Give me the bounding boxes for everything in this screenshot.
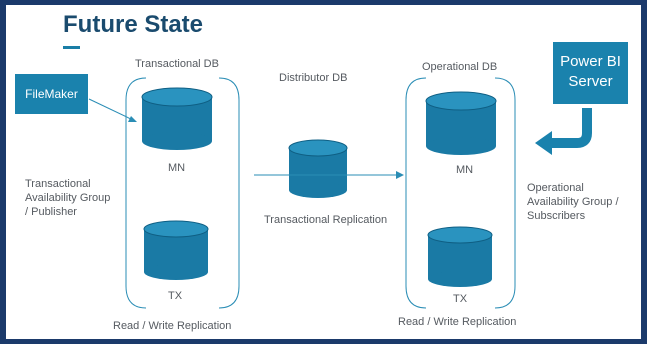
- page-title: Future State: [63, 11, 204, 38]
- operational-tx-database-icon: [427, 226, 493, 287]
- transactional-tx-label: TX: [168, 290, 183, 302]
- powerbi-server-box: Power BI Server: [553, 42, 628, 104]
- operational-db-label: Operational DB: [422, 61, 498, 73]
- slide: Future State: [6, 5, 641, 339]
- title-underline: [63, 46, 80, 49]
- operational-mn-database-icon: [425, 91, 497, 155]
- publisher-caption-line3: / Publisher: [25, 206, 77, 218]
- publisher-caption-line2: Availability Group: [25, 192, 111, 204]
- replication-label: Transactional Replication: [264, 214, 388, 226]
- subscribers-caption: Operational Availability Group / Subscri…: [527, 181, 619, 223]
- powerbi-label-line2: Server: [568, 73, 613, 90]
- right-read-write-label: Read / Write Replication: [398, 316, 517, 328]
- transactional-mn-label: MN: [168, 162, 186, 174]
- operational-tx-label: TX: [453, 293, 468, 305]
- filemaker-label: FileMaker: [25, 87, 78, 101]
- subscribers-caption-line1: Operational: [527, 182, 584, 194]
- filemaker-arrow: [88, 98, 137, 122]
- subscribers-caption-line3: Subscribers: [527, 210, 586, 222]
- replication-arrow: [254, 171, 404, 179]
- operational-mn-label: MN: [456, 164, 474, 176]
- distributor-db-label: Distributor DB: [279, 72, 348, 84]
- publisher-caption-line1: Transactional: [25, 178, 91, 190]
- publisher-caption: Transactional Availability Group / Publi…: [25, 177, 110, 219]
- diagram-canvas: [88, 77, 592, 309]
- left-read-write-label: Read / Write Replication: [113, 320, 232, 332]
- distributor-database-icon: [288, 139, 348, 198]
- transactional-db-bracket: [125, 77, 240, 309]
- transactional-db-label: Transactional DB: [135, 58, 219, 70]
- transactional-mn-database-icon: [141, 87, 213, 150]
- transactional-tx-database-icon: [143, 220, 209, 280]
- filemaker-box: FileMaker: [15, 74, 88, 114]
- subscribers-caption-line2: Availability Group /: [527, 196, 619, 208]
- powerbi-label-line1: Power BI: [560, 53, 621, 70]
- powerbi-arrow: [535, 108, 592, 155]
- operational-db-bracket: [405, 77, 516, 309]
